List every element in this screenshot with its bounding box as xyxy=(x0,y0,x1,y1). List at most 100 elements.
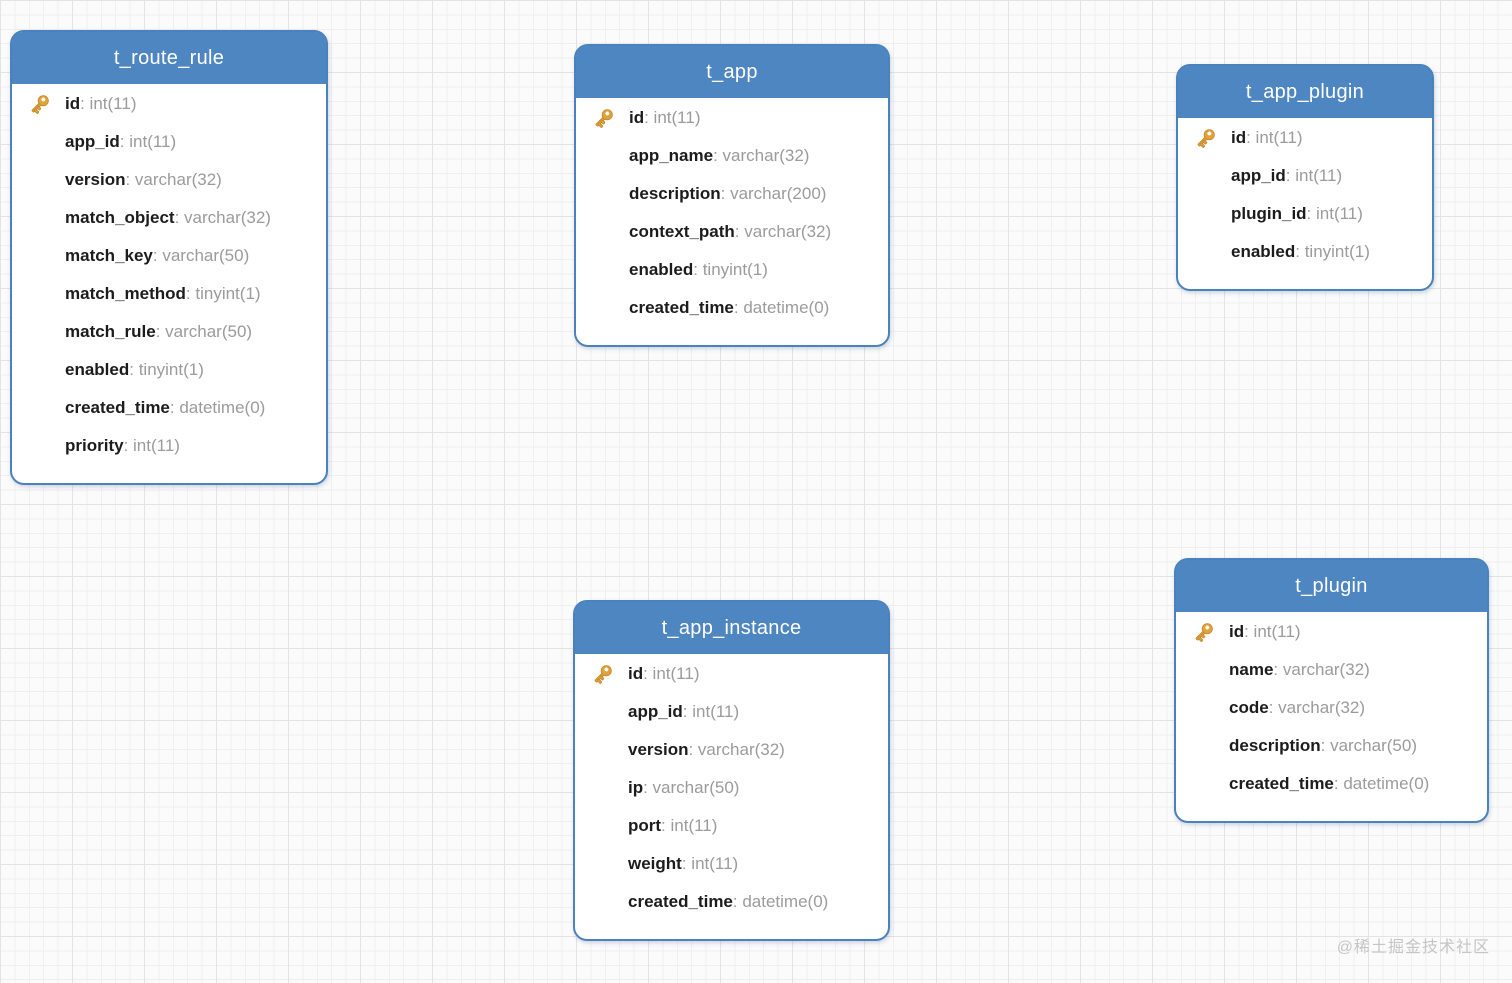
field-name: enabled xyxy=(1231,242,1296,261)
primary-key-icon xyxy=(1192,620,1216,644)
field-row-plugin_id: plugin_id: int(11) xyxy=(1178,195,1422,233)
field-name: id xyxy=(629,108,645,127)
field-type: : int(11) xyxy=(681,854,739,873)
table-card-t-route-rule[interactable]: t_route_rule id: int(11)app_id: int(11)v… xyxy=(10,30,328,485)
table-card-t-app-plugin[interactable]: t_app_plugin id: int(11)app_id: int(11)p… xyxy=(1176,64,1434,291)
field-name: created_time xyxy=(1229,774,1334,793)
table-title: t_app_instance xyxy=(575,602,888,654)
field-row-name: name: varchar(32) xyxy=(1176,651,1477,689)
primary-key-icon xyxy=(28,92,52,116)
field-type: : varchar(32) xyxy=(688,740,785,759)
field-type: : varchar(32) xyxy=(734,222,832,241)
primary-key-icon xyxy=(1194,126,1218,150)
field-row-id: id: int(11) xyxy=(576,99,878,137)
field-name: created_time xyxy=(629,298,734,317)
field-name: name xyxy=(1229,660,1274,679)
field-name: app_id xyxy=(65,132,120,151)
field-row-enabled: enabled: tinyint(1) xyxy=(12,351,316,389)
field-row-created_time: created_time: datetime(0) xyxy=(12,389,316,427)
field-name: code xyxy=(1229,698,1269,717)
field-row-match_key: match_key: varchar(50) xyxy=(12,237,316,275)
field-row-weight: weight: int(11) xyxy=(575,845,878,883)
field-name: id xyxy=(628,664,644,683)
field-type: : varchar(32) xyxy=(713,146,810,165)
field-name: description xyxy=(629,184,721,203)
field-row-id: id: int(11) xyxy=(575,655,878,693)
field-row-port: port: int(11) xyxy=(575,807,878,845)
field-type: : int(11) xyxy=(644,108,701,127)
field-row-priority: priority: int(11) xyxy=(12,427,316,465)
field-row-match_rule: match_rule: varchar(50) xyxy=(12,313,316,351)
table-title: t_app xyxy=(576,46,888,98)
field-name: weight xyxy=(628,854,682,873)
field-name: plugin_id xyxy=(1231,204,1307,223)
field-type: : varchar(50) xyxy=(1320,736,1417,755)
table-title: t_app_plugin xyxy=(1178,66,1432,118)
field-type: : tinyint(1) xyxy=(129,360,204,379)
primary-key-icon xyxy=(591,662,615,686)
field-row-context_path: context_path: varchar(32) xyxy=(576,213,878,251)
field-type: : int(11) xyxy=(1244,622,1301,641)
field-name: port xyxy=(628,816,662,835)
field-row-ip: ip: varchar(50) xyxy=(575,769,878,807)
field-type: : int(11) xyxy=(119,132,177,151)
field-list: id: int(11)app_id: int(11)version: varch… xyxy=(575,654,888,939)
field-row-id: id: int(11) xyxy=(1178,119,1422,157)
table-title: t_route_rule xyxy=(12,32,326,84)
table-card-t-plugin[interactable]: t_plugin id: int(11)name: varchar(32)cod… xyxy=(1174,558,1489,823)
table-card-t-app-instance[interactable]: t_app_instance id: int(11)app_id: int(11… xyxy=(573,600,890,941)
field-row-created_time: created_time: datetime(0) xyxy=(575,883,878,921)
field-type: : datetime(0) xyxy=(169,398,266,417)
field-row-created_time: created_time: datetime(0) xyxy=(576,289,878,327)
field-name: id xyxy=(65,94,81,113)
field-list: id: int(11)app_id: int(11)version: varch… xyxy=(12,84,326,483)
field-name: created_time xyxy=(65,398,170,417)
field-type: : varchar(200) xyxy=(720,184,827,203)
field-name: description xyxy=(1229,736,1321,755)
field-name: enabled xyxy=(629,260,694,279)
field-list: id: int(11)name: varchar(32)code: varcha… xyxy=(1176,612,1487,821)
watermark: @稀土掘金技术社区 xyxy=(1336,939,1490,956)
field-type: : datetime(0) xyxy=(732,892,829,911)
field-name: context_path xyxy=(629,222,735,241)
field-name: match_object xyxy=(65,208,175,227)
field-row-description: description: varchar(50) xyxy=(1176,727,1477,765)
field-name: ip xyxy=(628,778,644,797)
field-type: : datetime(0) xyxy=(733,298,830,317)
field-name: enabled xyxy=(65,360,130,379)
field-name: app_name xyxy=(629,146,714,165)
field-type: : int(11) xyxy=(643,664,700,683)
field-row-description: description: varchar(200) xyxy=(576,175,878,213)
field-type: : varchar(32) xyxy=(1273,660,1370,679)
field-row-id: id: int(11) xyxy=(1176,613,1477,651)
field-name: app_id xyxy=(1231,166,1286,185)
field-type: : int(11) xyxy=(1246,128,1303,147)
field-row-match_method: match_method: tinyint(1) xyxy=(12,275,316,313)
field-type: : varchar(32) xyxy=(125,170,222,189)
field-name: match_method xyxy=(65,284,186,303)
field-row-version: version: varchar(32) xyxy=(575,731,878,769)
field-name: version xyxy=(65,170,126,189)
field-row-app_id: app_id: int(11) xyxy=(575,693,878,731)
field-row-version: version: varchar(32) xyxy=(12,161,316,199)
field-type: : int(11) xyxy=(80,94,137,113)
field-type: : varchar(32) xyxy=(1268,698,1366,717)
field-type: : int(11) xyxy=(1285,166,1343,185)
field-type: : tinyint(1) xyxy=(1295,242,1370,261)
table-title: t_plugin xyxy=(1176,560,1487,612)
field-name: app_id xyxy=(628,702,683,721)
field-type: : varchar(50) xyxy=(643,778,740,797)
table-card-t-app[interactable]: t_app id: int(11)app_name: varchar(32)de… xyxy=(574,44,890,347)
field-name: match_rule xyxy=(65,322,156,341)
field-type: : varchar(50) xyxy=(152,246,250,265)
field-name: match_key xyxy=(65,246,153,265)
field-row-enabled: enabled: tinyint(1) xyxy=(1178,233,1422,271)
field-row-match_object: match_object: varchar(32) xyxy=(12,199,316,237)
field-list: id: int(11)app_id: int(11)plugin_id: int… xyxy=(1178,118,1432,289)
field-row-created_time: created_time: datetime(0) xyxy=(1176,765,1477,803)
field-list: id: int(11)app_name: varchar(32)descript… xyxy=(576,98,888,345)
field-type: : int(11) xyxy=(661,816,718,835)
primary-key-icon xyxy=(592,106,616,130)
field-type: : datetime(0) xyxy=(1333,774,1430,793)
field-row-id: id: int(11) xyxy=(12,85,316,123)
